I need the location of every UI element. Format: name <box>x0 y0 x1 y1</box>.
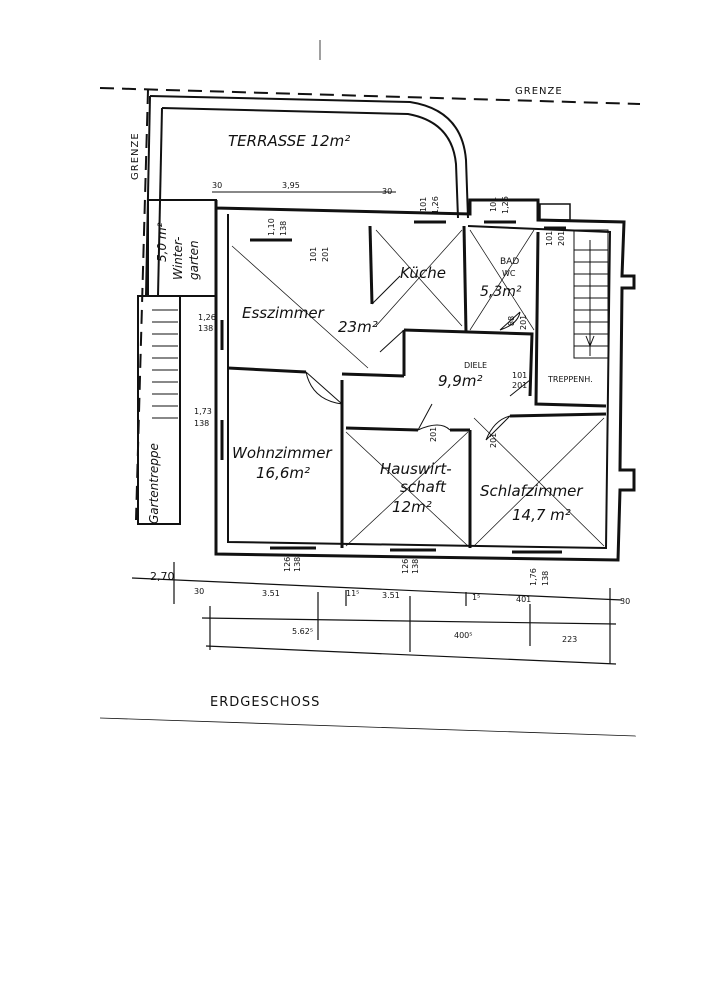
window-dimension-labels: 1,10 138 101 201 101 1,26 101 1,26 101 2… <box>194 196 566 586</box>
terrasse-wall-outer <box>149 95 469 219</box>
win-wz-bottom-a: 126 <box>283 557 292 572</box>
bad-label: BAD <box>500 257 519 267</box>
dim-row1-351-b: 3.51 <box>382 591 400 600</box>
wintergarten-area-label: 5,0 m² <box>155 222 169 262</box>
wall-hauswirtschaft-top <box>345 426 470 432</box>
bottom-dimension-lines <box>131 562 623 665</box>
boundary-label-top: GRENZE <box>515 86 563 97</box>
win-ez-top-c: 101 <box>309 247 318 262</box>
wintergarten-label-2: garten <box>187 240 201 280</box>
esszimmer-area: 23m² <box>338 318 378 336</box>
win-bad-a: 101 <box>489 197 498 212</box>
wall-diele-top <box>403 328 534 397</box>
wintergarten-wall-left-b <box>157 107 163 297</box>
door-diele-b: 201 <box>512 381 527 390</box>
door-diele-a: 101 <box>512 371 527 380</box>
gartentreppe-outline <box>137 295 181 525</box>
gartentreppe-steps <box>152 309 178 419</box>
boundary-label-left: GRENZE <box>130 132 141 180</box>
dim-left-270: 2,70 <box>150 570 175 583</box>
dim-row1-30-left: 30 <box>194 587 204 596</box>
kueche-label: Küche <box>400 264 446 282</box>
win-sz-bottom-b: 138 <box>541 571 550 586</box>
schlafzimmer-area: 14,7 m² <box>512 506 571 524</box>
dim-row1-351-a: 3.51 <box>262 589 280 598</box>
dim-top-30-left: 30 <box>212 181 222 190</box>
hauswirtschaft-label-1: Hauswirt- <box>380 460 452 478</box>
dim-row1-11: 11⁵ <box>346 589 359 598</box>
diele-area: 9,9m² <box>438 372 482 390</box>
house-inner-wall <box>227 214 612 550</box>
door-swings <box>305 275 531 441</box>
hauswirtschaft-label-2: schaft <box>400 478 447 496</box>
bottom-rule <box>99 717 637 737</box>
wintergarten-wall-left-a <box>145 95 151 297</box>
win-ez-left-a: 1,26 <box>198 313 216 322</box>
wohnzimmer-label: Wohnzimmer <box>232 444 333 462</box>
win-ez-left-b: 138 <box>198 324 213 333</box>
dim-row2-223: 223 <box>562 635 577 644</box>
dim-top-30-right: 30 <box>382 187 392 196</box>
hauswirtschaft-area: 12m² <box>392 498 432 516</box>
win-sz-bottom-a: 1,76 <box>529 568 538 586</box>
wall-kueche-bad <box>462 225 468 333</box>
win-hw-bottom-a: 126 <box>401 559 410 574</box>
treppenhaus-label: TREPPENH. <box>547 375 593 384</box>
floor-label: ERDGESCHOSS <box>210 695 320 710</box>
door-bad-b: 201 <box>519 315 528 330</box>
win-wz-left-a: 1,73 <box>194 407 212 416</box>
schlafzimmer-label: Schlafzimmer <box>480 482 583 500</box>
door-sz: 201 <box>489 433 498 448</box>
win-treppe-b: 201 <box>557 231 566 246</box>
wall-esszimmer-bottom <box>227 366 405 378</box>
room-diagonals <box>231 229 605 547</box>
win-kueche-a: 101 <box>419 197 428 212</box>
win-wz-left-b: 138 <box>194 419 209 428</box>
gartentreppe-label: Gartentreppe <box>147 443 161 524</box>
win-kueche-b: 1,26 <box>431 196 440 214</box>
treppenhaus-stairs <box>573 229 609 359</box>
bad-area: 5,3m² <box>480 284 522 300</box>
dim-row2-5625: 5.62⁵ <box>292 627 313 636</box>
win-wz-bottom-b: 138 <box>293 557 302 572</box>
esszimmer-label: Esszimmer <box>242 304 325 322</box>
door-bad-a: 88 <box>507 316 516 326</box>
wc-label: WC <box>502 269 516 278</box>
wall-esszimmer-kueche <box>368 225 374 305</box>
win-treppe-a: 101 <box>545 231 554 246</box>
terrasse-label: TERRASSE 12m² <box>228 132 350 150</box>
wintergarten-label-1: Winter- <box>171 237 185 281</box>
dim-row1-115: 1⁵ <box>472 593 480 602</box>
dim-row2-4005: 400⁵ <box>454 631 472 640</box>
windows <box>220 220 566 554</box>
wall-schlafzimmer-top <box>509 412 607 418</box>
door-hw: 201 <box>429 427 438 442</box>
house-outer-wall <box>214 198 636 562</box>
wohnzimmer-area: 16,6m² <box>256 464 310 482</box>
terrasse-wall-inner <box>161 107 459 219</box>
wall-treppenhaus <box>534 231 607 408</box>
win-ez-top-a: 1,10 <box>267 218 276 236</box>
win-hw-bottom-b: 138 <box>411 559 420 574</box>
dim-top-395: 3,95 <box>282 181 300 190</box>
dim-row1-401: 401 <box>516 595 531 604</box>
diele-label: DIELE <box>464 361 487 370</box>
boundary-line-top <box>99 87 641 105</box>
win-bad-b: 1,26 <box>501 196 510 214</box>
chimney <box>539 203 571 221</box>
win-ez-top-b: 138 <box>279 221 288 236</box>
dim-row1-30-right: 30 <box>620 597 630 606</box>
win-ez-top-d: 201 <box>321 247 330 262</box>
